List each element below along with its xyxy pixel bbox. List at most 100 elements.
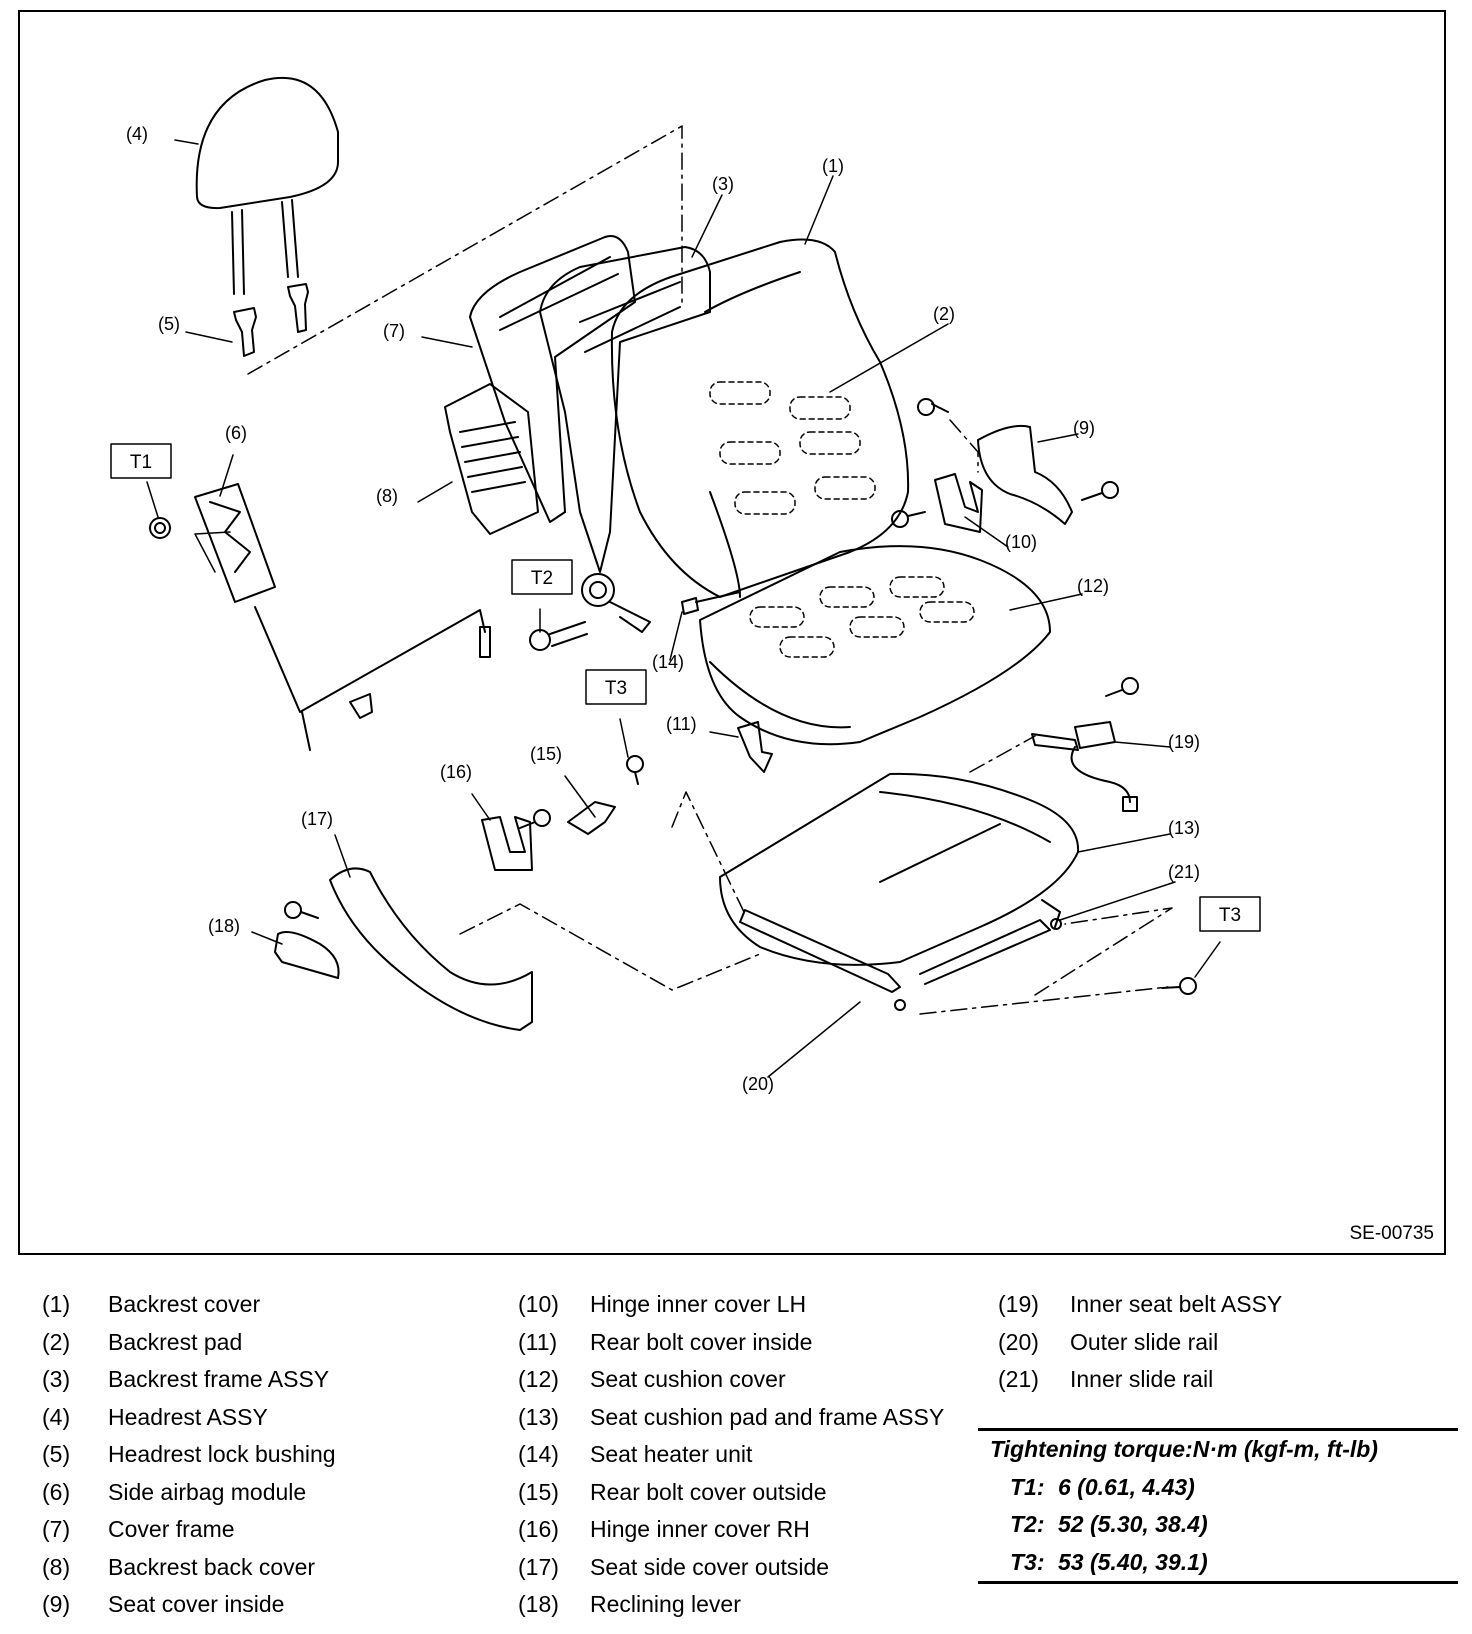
legend-name: Inner seat belt ASSY	[1070, 1291, 1283, 1318]
legend-item: (20)Outer slide rail	[998, 1324, 1282, 1362]
legend-item: (14)Seat heater unit	[518, 1436, 944, 1474]
legend-name: Backrest frame ASSY	[108, 1366, 330, 1393]
callout-label: (13)	[1168, 818, 1200, 838]
backrest-back-cover-part	[444, 383, 539, 535]
legend-num: (14)	[518, 1441, 559, 1468]
torque-table: Tightening torque:N·m (kgf-m, ft-lb) T1:…	[978, 1428, 1458, 1584]
legend-num: (6)	[42, 1478, 71, 1505]
torque-tag-label: T3	[1219, 905, 1241, 926]
legend-name: Seat cushion pad and frame ASSY	[590, 1403, 945, 1430]
assembly-lines	[247, 125, 1173, 1015]
slide-rails-part	[739, 899, 1062, 1011]
legend-num: (18)	[518, 1591, 559, 1618]
seat-heater-pattern	[749, 576, 975, 658]
diagram-code: SE-00735	[1349, 1223, 1434, 1244]
legend-item: (12)Seat cushion cover	[518, 1361, 944, 1399]
callout-label: (21)	[1168, 862, 1200, 882]
torque-value: 53 (5.40, 39.1)	[1058, 1548, 1208, 1575]
torque-title: Tightening torque:N·m (kgf-m, ft-lb)	[990, 1436, 1378, 1463]
callout-label: (14)	[652, 652, 684, 672]
seat-belt-part	[1031, 721, 1138, 812]
backrest-cover-part	[610, 238, 910, 598]
legend-item: (9)Seat cover inside	[42, 1586, 336, 1624]
legend-name: Backrest back cover	[108, 1553, 316, 1580]
legend-name: Headrest ASSY	[108, 1403, 268, 1430]
side-cover-part	[329, 867, 533, 1031]
torque-key: T1:	[1010, 1473, 1045, 1500]
heater-connector	[681, 591, 741, 615]
seat-drawing: (1) (2) (3) (4) (5) (6) (7) (8) (9) (10)…	[110, 76, 1261, 1094]
legend-name: Outer slide rail	[1070, 1328, 1219, 1355]
rear-bolt-cover-outside-part	[567, 801, 616, 835]
legend-name: Seat cover inside	[108, 1591, 285, 1618]
legend-name: Backrest pad	[108, 1328, 243, 1355]
torque-row: T2: 52 (5.30, 38.4)	[978, 1506, 1458, 1544]
torque-row: T3: 53 (5.40, 39.1)	[978, 1544, 1458, 1582]
legend-num: (10)	[518, 1291, 559, 1318]
callout-label: (8)	[376, 486, 398, 506]
legend-item: (5) Headrest lock bushing	[42, 1436, 336, 1474]
torque-tag-boxes	[110, 443, 1261, 932]
callout-label: (10)	[1005, 532, 1037, 552]
torque-tag-label: T1	[130, 452, 152, 473]
legend-name: Headrest lock bushing	[108, 1441, 336, 1468]
callout-label: (18)	[208, 916, 240, 936]
legend-num: (17)	[518, 1553, 559, 1580]
seat-cushion-pad-part	[719, 772, 1080, 966]
callout-label: (2)	[933, 304, 955, 324]
legend-num: (13)	[518, 1403, 559, 1430]
torque-key: T3:	[1010, 1548, 1045, 1575]
callout-label: (9)	[1073, 418, 1095, 438]
leader-lines	[146, 139, 1221, 1078]
legend-item: (19)Inner seat belt ASSY	[998, 1286, 1282, 1324]
legend-column-2: (10) Hinge inner cover LH (11) Rear bolt c…	[518, 1286, 944, 1624]
legend-name: Rear bolt cover inside	[590, 1328, 813, 1355]
callout-label: (4)	[126, 124, 148, 144]
legend-name: Rear bolt cover outside	[590, 1478, 827, 1505]
callout-label: (12)	[1077, 576, 1109, 596]
legend-name: Hinge inner cover RH	[590, 1516, 810, 1543]
torque-value: 6 (0.61, 4.43)	[1058, 1473, 1195, 1500]
legend-name: Hinge inner cover LH	[590, 1291, 807, 1318]
legend-num: (3)	[42, 1366, 71, 1393]
legend-item: (6) Side airbag module	[42, 1474, 336, 1512]
callout-label: (5)	[158, 314, 180, 334]
legend-item: (15) Rear bolt cover outside	[518, 1474, 944, 1512]
legend-item: (18)Reclining lever	[518, 1586, 944, 1624]
torque-key: T2:	[1010, 1511, 1045, 1538]
callout-label: (17)	[301, 809, 333, 829]
callout-label: (19)	[1168, 732, 1200, 752]
hinge-cover-lh-part	[934, 473, 983, 533]
legend-num: (12)	[518, 1366, 559, 1393]
reclining-lever-part	[274, 931, 340, 979]
seat-cushion-cover-part	[699, 545, 1051, 746]
headrest-part	[195, 76, 339, 295]
legend-name: Backrest cover	[108, 1291, 261, 1318]
hinge-cover-rh-part	[481, 816, 533, 871]
legend-num: (16)	[518, 1516, 559, 1543]
legend-column-1: (1)Backrest cover (2)Backrest pad (3)Bac…	[42, 1286, 336, 1624]
legend-item: (2) Backrest pad	[42, 1324, 336, 1362]
rear-bolt-cover-inside-part	[737, 721, 773, 773]
callout-label: (3)	[712, 174, 734, 194]
legend-num: (2)	[42, 1328, 71, 1355]
legend-column-3: (19)Inner seat belt ASSY (20)Outer slide…	[998, 1286, 1282, 1399]
legend-name: Side airbag module	[108, 1478, 307, 1505]
legend-item: (21)Inner slide rail	[998, 1361, 1282, 1399]
legend-num: (4)	[42, 1403, 71, 1430]
legend-num: (5)	[42, 1441, 71, 1468]
legend-num: (11)	[518, 1328, 558, 1355]
backrest-pad-quilting	[709, 381, 876, 515]
legend-num: (8)	[42, 1553, 71, 1580]
legend-item: (17)Seat side cover outside	[518, 1549, 944, 1587]
torque-value: 52 (5.30, 38.4)	[1058, 1511, 1208, 1538]
legend-item: (11) Rear bolt cover inside	[518, 1324, 944, 1362]
legend-item: (4) Headrest ASSY	[42, 1399, 336, 1437]
cover-frame-part	[469, 235, 636, 523]
legend-num: (7)	[42, 1516, 71, 1543]
legend-item: (13) Seat cushion pad and frame ASSY	[518, 1399, 944, 1437]
torque-row: T1: 6 (0.61, 4.43)	[978, 1469, 1458, 1507]
torque-tag-label: T3	[605, 678, 627, 699]
legend-item: (8) Backrest back cover	[42, 1549, 336, 1587]
legend-num: (15)	[518, 1478, 559, 1505]
